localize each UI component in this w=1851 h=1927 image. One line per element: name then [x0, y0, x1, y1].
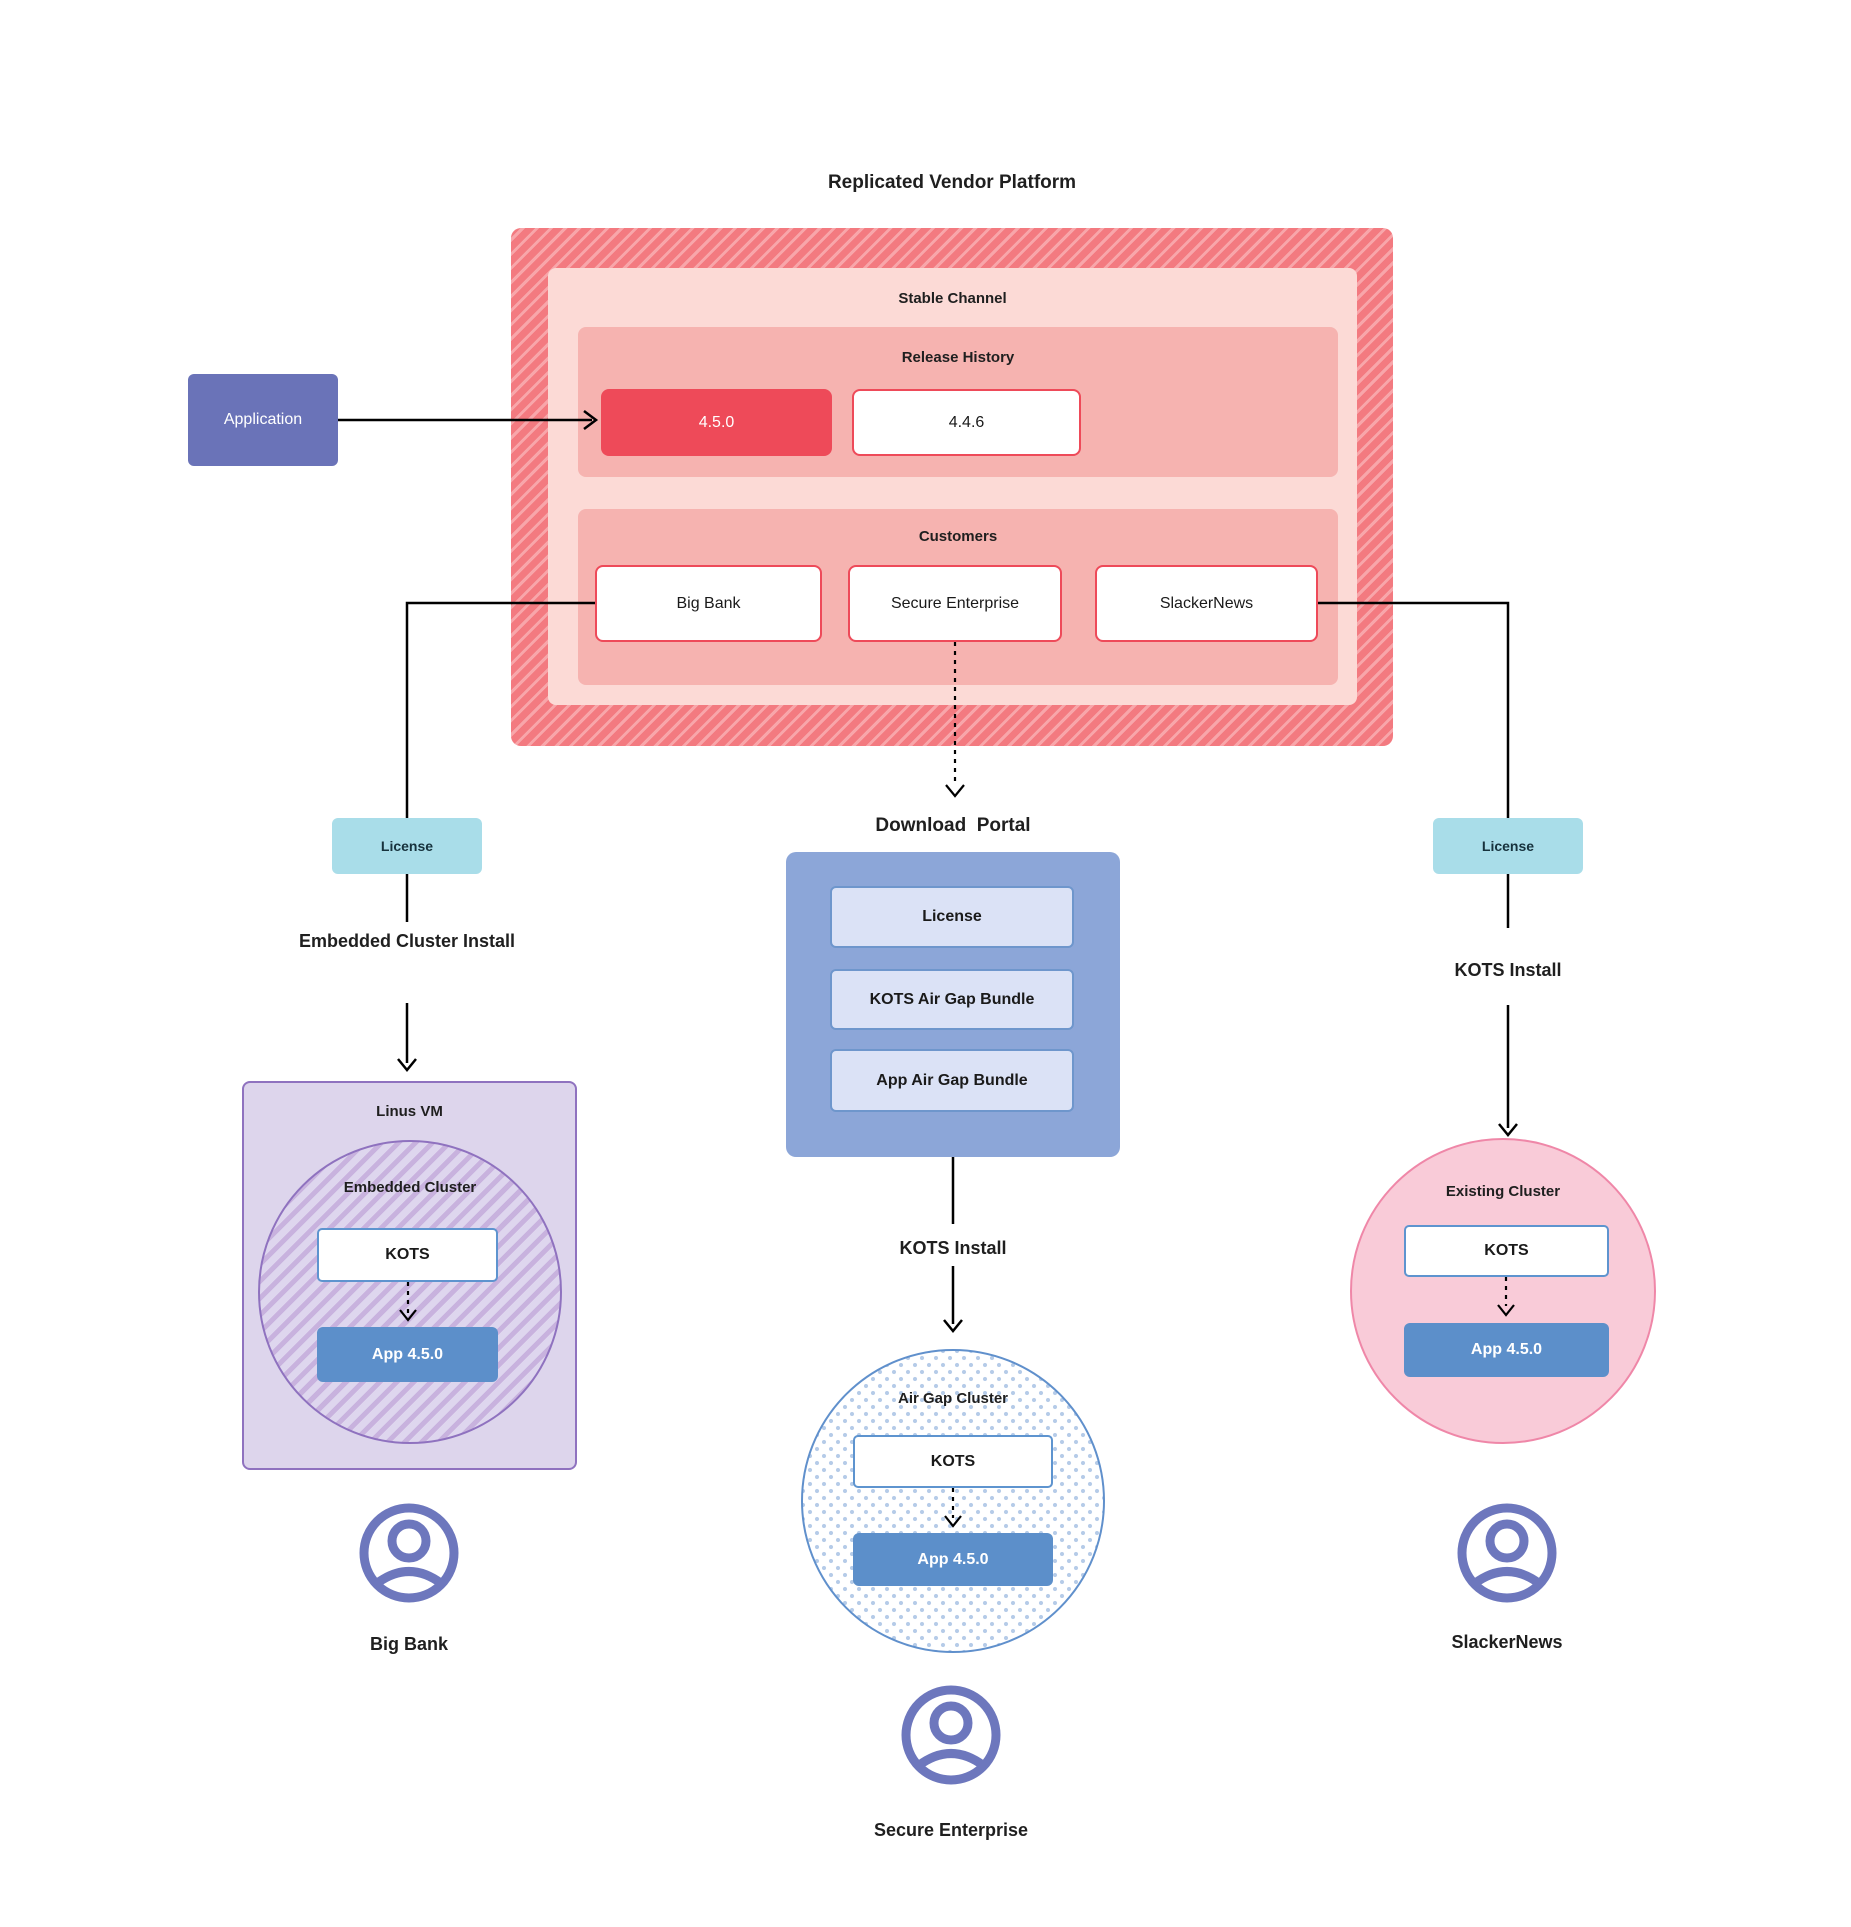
customer-secure-enterprise-box: Secure Enterprise	[848, 565, 1062, 642]
user-icon	[1457, 1503, 1557, 1603]
kots-install-label-center: KOTS Install	[899, 1238, 1007, 1258]
arrow-to-air-gap-cluster	[943, 1266, 963, 1333]
kots-box-left: KOTS	[317, 1228, 498, 1282]
release-version-4-5-0: 4.5.0	[601, 389, 832, 456]
user-icon	[359, 1503, 459, 1603]
app-box-left: App 4.5.0	[317, 1327, 498, 1382]
kots-box-center: KOTS	[853, 1435, 1053, 1488]
air-gap-cluster-heading: Air Gap Cluster	[897, 1390, 1009, 1407]
linus-vm-heading: Linus VM	[376, 1103, 443, 1120]
secure-enterprise-customer-label: Secure Enterprise	[873, 1820, 1029, 1840]
license-badge-left: License	[332, 818, 482, 874]
embedded-cluster-heading: Embedded Cluster	[343, 1179, 477, 1196]
embedded-cluster-install-label: Embedded Cluster Install	[298, 931, 516, 951]
kots-box-right: KOTS	[1404, 1225, 1609, 1277]
embedded-cluster-circle	[258, 1140, 562, 1444]
existing-cluster-heading: Existing Cluster	[1445, 1183, 1561, 1200]
big-bank-customer-label: Big Bank	[369, 1634, 448, 1654]
customer-slackernews-box: SlackerNews	[1095, 565, 1318, 642]
release-history-heading: Release History	[901, 349, 1015, 366]
existing-cluster-circle	[1350, 1138, 1656, 1444]
customer-big-bank-box: Big Bank	[595, 565, 822, 642]
download-portal-heading: Download Portal	[875, 815, 1031, 836]
app-box-center: App 4.5.0	[853, 1533, 1053, 1586]
license-badge-right: License	[1433, 818, 1583, 874]
secure-enterprise-user-icon	[899, 1683, 1003, 1787]
slackernews-customer-label: SlackerNews	[1451, 1632, 1563, 1652]
customers-heading: Customers	[918, 528, 998, 545]
portal-item-license: License	[830, 886, 1074, 948]
app-box-right: App 4.5.0	[1404, 1323, 1609, 1377]
big-bank-user-icon	[357, 1501, 461, 1605]
user-icon	[901, 1685, 1001, 1785]
diagram-title: Replicated Vendor Platform	[827, 172, 1077, 193]
arrow-to-linus-vm	[397, 1003, 417, 1072]
stable-channel-heading: Stable Channel	[898, 290, 1007, 307]
release-version-4-4-6: 4.4.6	[852, 389, 1081, 456]
portal-item-app-air-gap-bundle: App Air Gap Bundle	[830, 1049, 1074, 1112]
application-box: Application	[188, 374, 338, 466]
slackernews-user-icon	[1455, 1501, 1559, 1605]
kots-install-label-right: KOTS Install	[1454, 960, 1562, 980]
portal-item-kots-air-gap-bundle: KOTS Air Gap Bundle	[830, 969, 1074, 1030]
arrow-to-existing-cluster	[1498, 1005, 1518, 1137]
